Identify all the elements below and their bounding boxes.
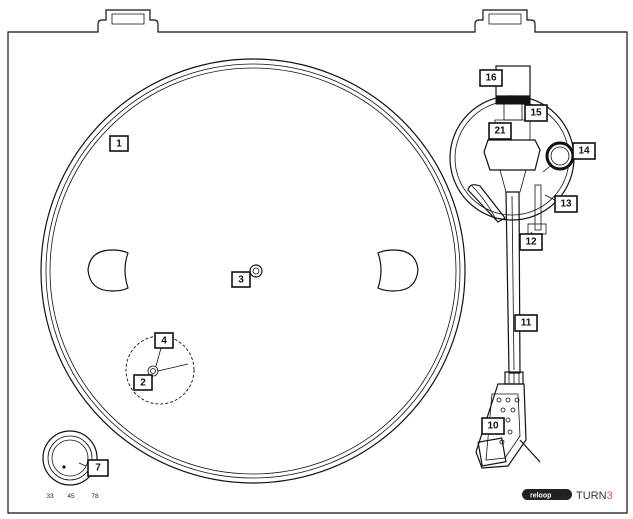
callout-2: 2 [133,374,153,391]
svg-text:12: 12 [525,237,537,248]
brand-model-suffix: 3 [607,490,613,502]
cue-lever-handle[interactable] [467,184,506,223]
callout-15: 15 [524,104,548,122]
brand-logo-text: reloop [530,493,551,500]
svg-text:2: 2 [140,378,146,389]
callout-7: 7 [87,459,109,477]
spindle [249,264,263,278]
speed-label-33: 33 [46,493,54,500]
svg-text:4: 4 [161,336,167,347]
brand-model: TURN3 [576,490,613,502]
svg-text:14: 14 [578,146,590,157]
callout-3: 3 [231,271,251,288]
speed-knob-indicator [62,465,66,469]
platter-cutout-right [377,249,419,292]
callout-14: 14 [572,142,596,160]
cartridge [477,437,507,467]
callout-4: 4 [154,332,174,349]
tab-hinge-left [111,13,145,25]
callout-10: 10 [481,417,505,435]
anti-skating-knob[interactable] [545,141,575,171]
platter-cutout-left [87,249,129,292]
svg-text:21: 21 [494,126,506,137]
svg-text:1: 1 [116,139,122,150]
chassis [7,9,628,514]
tonearm[interactable] [504,191,524,385]
speed-knob[interactable] [42,430,98,486]
svg-text:11: 11 [521,318,532,329]
tab-hinge-right [488,13,522,25]
svg-text:16: 16 [485,73,497,84]
svg-text:13: 13 [560,199,572,210]
callout-13: 13 [554,195,578,213]
callout-1: 1 [109,135,129,152]
brand-logo: reloop [522,489,572,500]
svg-text:3: 3 [238,275,244,286]
callout-16: 16 [479,69,503,87]
speed-label-45: 45 [67,493,75,500]
adapter-area [125,335,195,405]
svg-text:10: 10 [487,421,499,432]
platter [40,58,466,484]
speed-label-78: 78 [91,493,99,500]
headshell[interactable] [475,383,541,469]
svg-text:15: 15 [530,108,542,119]
callout-21: 21 [488,122,512,140]
finger-lift[interactable] [519,439,541,463]
callout-12: 12 [519,233,543,251]
svg-text:7: 7 [95,463,101,474]
callout-11: 11 [514,314,538,332]
